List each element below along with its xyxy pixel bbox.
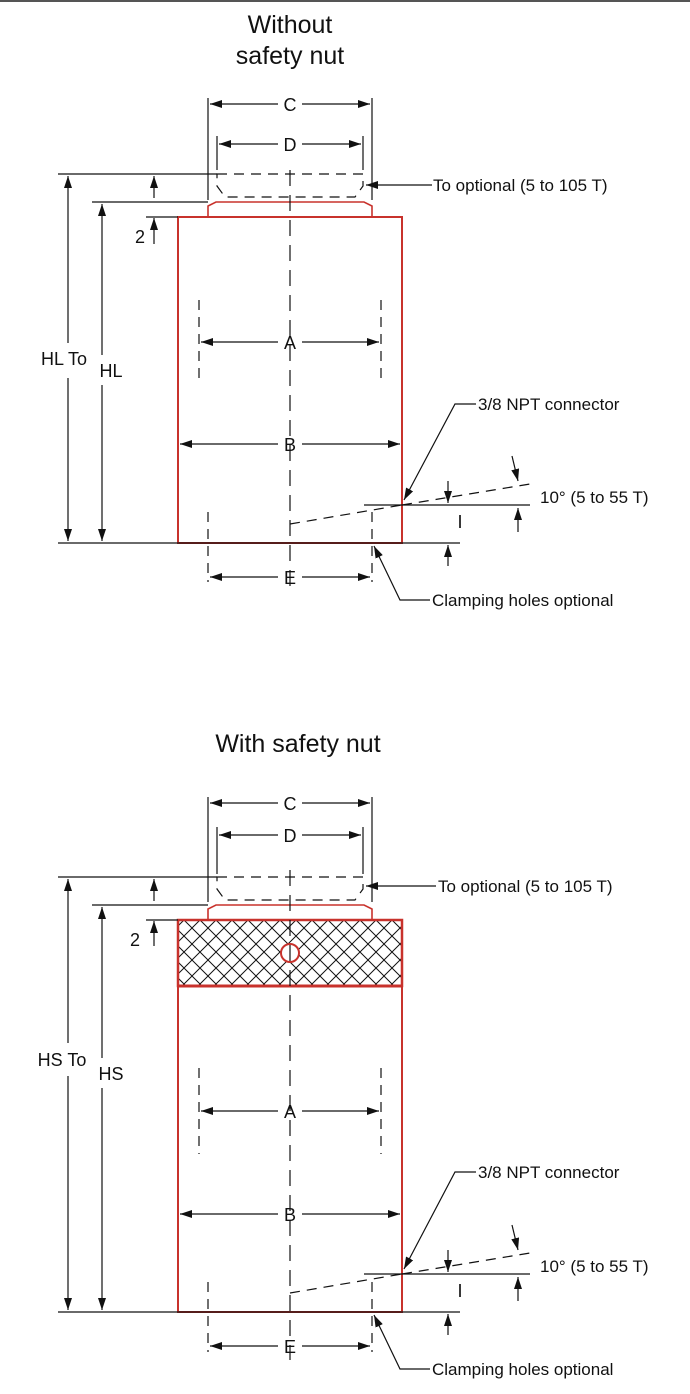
dim-i-label: I [457, 512, 462, 532]
title-line-1: Without [248, 11, 333, 39]
clamping-leader [373, 545, 430, 601]
to-optional-label: To optional (5 to 105 T) [433, 176, 608, 195]
port-angle-dashed [289, 504, 403, 525]
height-label: HL [99, 361, 122, 381]
to-optional-label: To optional (5 to 105 T) [438, 877, 613, 896]
dim-b-label: B [284, 435, 296, 455]
optional-top-dashed [216, 173, 364, 198]
angle-arrow-top [511, 1224, 520, 1251]
angle-ray-dashed [401, 1252, 531, 1275]
diagram-without-safety-nut: Without safety nut C D HL To [41, 11, 649, 610]
connector-label: 3/8 NPT connector [478, 395, 620, 414]
dim-a-label: A [284, 1102, 296, 1122]
angle-arrow-top [511, 455, 520, 482]
port-angle-dashed [289, 1273, 403, 1294]
connector-leader [403, 1171, 476, 1270]
dim-2-label: 2 [130, 930, 140, 950]
clamping-label: Clamping holes optional [432, 1360, 613, 1379]
dim-b-label: B [284, 1205, 296, 1225]
dim-i-label: I [457, 1281, 462, 1301]
dim-c-label: C [284, 95, 297, 115]
dim-c-label: C [284, 794, 297, 814]
dim-a-label: A [284, 333, 296, 353]
dim-e-label: E [284, 568, 296, 588]
optional-top-dashed [216, 876, 364, 901]
connector-label: 3/8 NPT connector [478, 1163, 620, 1182]
diagram-with-safety-nut: With safety nut C D HS T [38, 730, 649, 1379]
dim-e-label: E [284, 1337, 296, 1357]
angle-label: 10° (5 to 55 T) [540, 1257, 649, 1276]
dim-d-label: D [284, 826, 297, 846]
angle-ray-dashed [401, 483, 531, 506]
title-line-2: safety nut [236, 42, 344, 70]
height-to-label: HS To [38, 1050, 87, 1070]
connector-leader [403, 403, 476, 501]
angle-label: 10° (5 to 55 T) [540, 488, 649, 507]
height-to-label: HL To [41, 349, 87, 369]
height-label: HS [98, 1064, 123, 1084]
clamping-leader [373, 1314, 430, 1370]
clamping-label: Clamping holes optional [432, 591, 613, 610]
dim-d-label: D [284, 135, 297, 155]
title: With safety nut [215, 730, 380, 758]
dim-2-label: 2 [135, 227, 145, 247]
